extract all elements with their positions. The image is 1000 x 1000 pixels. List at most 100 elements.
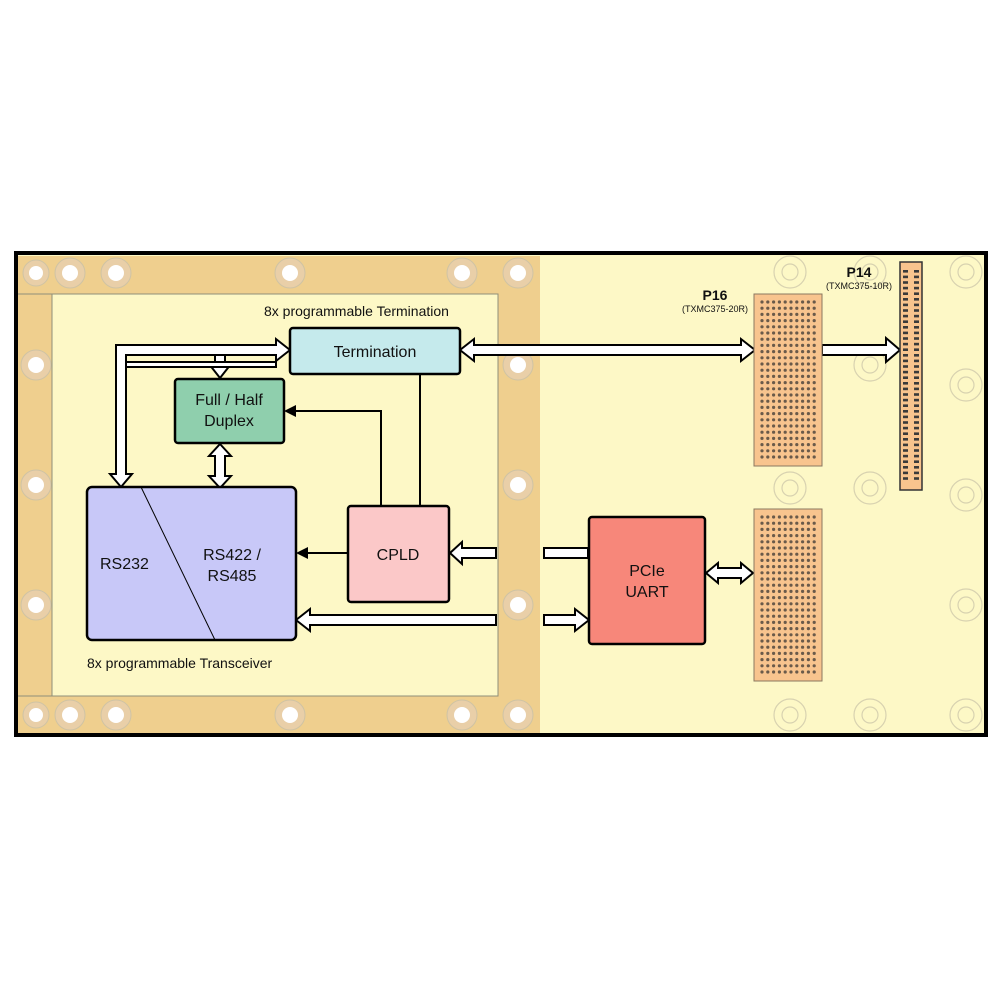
connector-pin bbox=[914, 281, 919, 284]
connector-pin bbox=[801, 399, 805, 403]
connector-pin bbox=[766, 651, 770, 656]
connector-pin bbox=[772, 540, 776, 544]
connector-pin bbox=[760, 374, 764, 378]
connector-pin bbox=[903, 376, 908, 379]
connector-pin bbox=[783, 577, 787, 581]
connector-pin bbox=[783, 319, 787, 323]
connector-pin bbox=[801, 418, 805, 422]
connector-pin bbox=[766, 418, 770, 422]
connector-pin bbox=[789, 645, 793, 649]
connector-pin bbox=[772, 449, 776, 453]
bus-transceiver-pcie-right bbox=[543, 606, 591, 634]
transceiver-area-label: 8x programmable Transceiver bbox=[87, 655, 273, 671]
connector-pin bbox=[783, 325, 787, 329]
connector-pin bbox=[806, 343, 811, 347]
connector-pin bbox=[812, 374, 816, 378]
connector-pin bbox=[903, 410, 908, 413]
connector-pin bbox=[795, 589, 799, 594]
connector-pin bbox=[760, 639, 764, 643]
p16-label: P16 bbox=[703, 287, 728, 303]
connector-pin bbox=[783, 424, 787, 428]
connector-pin bbox=[806, 645, 811, 649]
connector-pin bbox=[766, 620, 770, 625]
connector-pin bbox=[795, 424, 799, 428]
connector-pin bbox=[766, 565, 770, 569]
connector-pin bbox=[806, 627, 811, 631]
connector-pin bbox=[783, 418, 787, 422]
p16-pins bbox=[760, 300, 816, 459]
connector-pin bbox=[812, 424, 816, 428]
connector-pin bbox=[766, 443, 770, 447]
connector-pin bbox=[777, 399, 782, 403]
connector-pin bbox=[772, 633, 776, 637]
connector-pin bbox=[795, 565, 799, 569]
connector-pin bbox=[783, 658, 787, 662]
connector-pin bbox=[914, 303, 919, 307]
connector-pin bbox=[783, 343, 787, 347]
connector-pin bbox=[766, 515, 770, 519]
connector-pin bbox=[772, 614, 776, 618]
pcie-label-line2: UART bbox=[625, 584, 668, 601]
connector-pin bbox=[795, 374, 799, 378]
connector-pin bbox=[806, 424, 811, 428]
connector-pin bbox=[795, 633, 799, 637]
connector-pin bbox=[772, 534, 776, 538]
connector-pin bbox=[789, 418, 793, 422]
connector-pin bbox=[772, 350, 776, 354]
connector-pin bbox=[766, 571, 770, 575]
connector-pin bbox=[812, 368, 816, 372]
connector-pin bbox=[789, 651, 793, 656]
connector-pin bbox=[789, 608, 793, 612]
connector-pin bbox=[914, 471, 919, 475]
connector-pin bbox=[795, 412, 799, 416]
connector-pin bbox=[766, 614, 770, 618]
connector-pin bbox=[783, 405, 787, 409]
connector-pin bbox=[801, 387, 805, 391]
connector-pin bbox=[903, 331, 908, 335]
connector-pin bbox=[812, 534, 816, 538]
connector-pin bbox=[777, 651, 782, 656]
connector-pin bbox=[914, 382, 919, 385]
connector-pin bbox=[777, 337, 782, 341]
pmc-connector-lower bbox=[753, 508, 823, 682]
connector-pin bbox=[801, 412, 805, 416]
connector-pin bbox=[812, 405, 816, 409]
bus-pcie-cpld-right bbox=[543, 547, 589, 559]
connector-pin bbox=[772, 343, 776, 347]
connector-pin bbox=[903, 421, 908, 424]
connector-pin bbox=[760, 521, 764, 525]
connector-pin bbox=[789, 455, 793, 459]
connector-pin bbox=[777, 577, 782, 581]
connector-pin bbox=[812, 356, 816, 360]
connector-pin bbox=[806, 430, 811, 434]
connector-pin bbox=[795, 312, 799, 316]
connector-pin bbox=[760, 393, 764, 397]
connector-pin bbox=[914, 320, 919, 323]
connector-pin bbox=[772, 645, 776, 649]
connector-pin bbox=[760, 337, 764, 341]
connector-pin bbox=[789, 356, 793, 360]
connector-pin bbox=[783, 583, 787, 587]
connector-pin bbox=[783, 633, 787, 637]
connector-pin bbox=[766, 589, 770, 594]
connector-pin bbox=[914, 398, 919, 402]
arrow-to-duplex bbox=[284, 405, 296, 417]
connector-pin bbox=[795, 405, 799, 409]
connector-pin bbox=[789, 381, 793, 385]
connector-pin bbox=[903, 281, 908, 284]
connector-pin bbox=[806, 589, 811, 594]
connector-pin bbox=[777, 627, 782, 631]
connector-pin bbox=[766, 449, 770, 453]
connector-pin bbox=[914, 393, 919, 396]
connector-pin bbox=[772, 620, 776, 625]
connector-pin bbox=[795, 651, 799, 656]
connector-pin bbox=[806, 455, 811, 459]
connector-pin bbox=[777, 565, 782, 569]
connector-pin bbox=[760, 540, 764, 544]
connector-pin bbox=[806, 412, 811, 416]
connector-pin bbox=[795, 645, 799, 649]
connector-pin bbox=[812, 602, 816, 606]
connector-pin bbox=[914, 292, 919, 295]
connector-pin bbox=[903, 443, 908, 447]
connector-pin bbox=[783, 534, 787, 538]
